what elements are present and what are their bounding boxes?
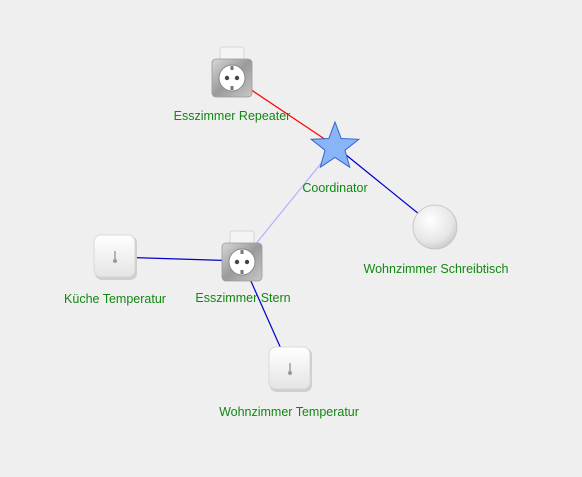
- node-label-coordinator: Coordinator: [302, 181, 368, 195]
- node-label-kueche: Küche Temperatur: [64, 292, 166, 306]
- node-label-schreibtisch: Wohnzimmer Schreibtisch: [363, 262, 509, 276]
- round-button-icon: [412, 204, 458, 250]
- node-label-wohnzimmer_temp: Wohnzimmer Temperatur: [219, 405, 359, 419]
- coordinator-star-icon: [309, 120, 361, 169]
- node-wohnzimmer_temp[interactable]: [268, 346, 312, 392]
- node-kueche[interactable]: [93, 234, 137, 280]
- node-schreibtisch[interactable]: [412, 204, 458, 250]
- node-label-stern: Esszimmer Stern: [195, 291, 291, 305]
- node-coordinator[interactable]: [309, 120, 361, 169]
- temperature-sensor-icon: [93, 234, 137, 280]
- temperature-sensor-icon: [268, 346, 312, 392]
- node-label-repeater: Esszimmer Repeater: [173, 109, 291, 123]
- node-stern[interactable]: [221, 230, 263, 282]
- node-repeater[interactable]: [211, 46, 253, 98]
- smart-plug-icon: [221, 230, 263, 282]
- smart-plug-icon: [211, 46, 253, 98]
- link-coordinator-stern: [241, 145, 336, 262]
- nodes-layer: [93, 46, 458, 392]
